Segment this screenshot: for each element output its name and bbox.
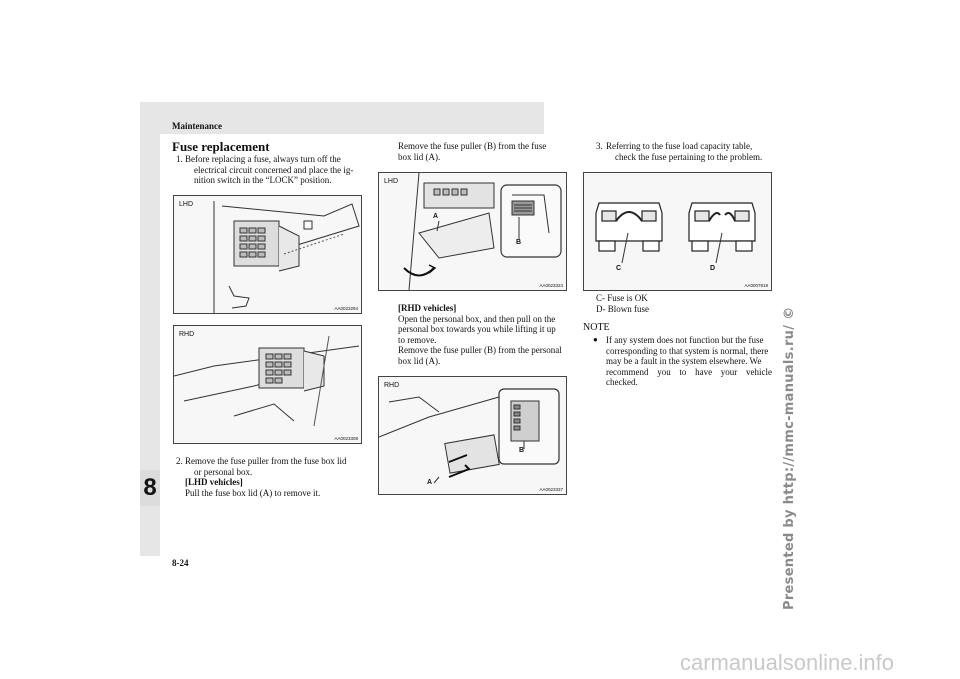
legend-item: D- Blown fuse — [596, 303, 649, 314]
callout-d: D — [710, 265, 716, 272]
lhd-puller-line: box lid (A). — [398, 151, 441, 162]
good-fuse — [595, 202, 663, 252]
blown-fuse — [688, 202, 756, 252]
note-line: may be a fault in the system elsewhere. … — [606, 356, 762, 367]
figure-lhd-fuse-box: LHD AA0023294 — [173, 195, 362, 314]
step-3-line: check the fuse pertaining to the problem… — [615, 151, 763, 162]
callout-a: A — [433, 213, 439, 220]
fuse-illustration — [595, 202, 756, 264]
fuse-puller-illustration — [403, 173, 562, 290]
figure-lhd-fuse-puller: LHD A B AA0023324 — [378, 172, 567, 291]
figure-label: LHD — [179, 201, 194, 208]
step-1-line: nition switch in the “LOCK” position. — [194, 175, 332, 186]
lhd-puller-line: Remove the fuse puller (B) from the fuse — [398, 141, 547, 151]
margin-strip — [140, 134, 160, 556]
note-heading: NOTE — [583, 322, 610, 333]
step-3: 3. Referring to the fuse load capacity t… — [596, 141, 770, 162]
rhd-line: box lid (A). — [398, 355, 441, 366]
note-body: ● If any system does not function but th… — [593, 335, 772, 388]
figure-code: AA0023337 — [539, 487, 563, 492]
rhd-line: to remove. — [398, 334, 437, 345]
header-band — [140, 102, 544, 134]
callout-a: A — [427, 479, 433, 486]
figure-code: AA0023324 — [539, 283, 563, 288]
step-2-subheading: [LHD vehicles] — [185, 477, 243, 488]
bullet-icon: ● — [593, 335, 598, 344]
callout-b: B — [519, 447, 525, 454]
step-number: 3. — [596, 141, 603, 151]
rhd-line: Open the personal box, and then pull on … — [398, 313, 556, 324]
note-line: If any system does not function but the … — [606, 335, 764, 345]
step-2-line: or personal box. — [194, 466, 253, 477]
legend-item: C- Fuse is OK — [596, 293, 648, 303]
figure-label: RHD — [179, 331, 195, 338]
step-number: 2. — [176, 456, 183, 466]
fuse-puller-illustration — [379, 388, 560, 484]
callout-c: C — [616, 265, 622, 272]
rhd-line: personal box towards you while lifting i… — [398, 324, 556, 335]
figure-code: AA0023294 — [334, 306, 358, 311]
figure-code: AA0007818 — [744, 283, 768, 288]
figure-rhd-fuse-box: RHD AA0023308 — [173, 325, 362, 444]
lhd-puller-text: Remove the fuse puller (B) from the fuse… — [398, 141, 566, 162]
section-title: Fuse replacement — [172, 139, 270, 154]
watermark: Presented by http://mmc-manuals.ru/ © — [782, 306, 797, 610]
step-2: 2. Remove the fuse puller from the fuse … — [176, 456, 363, 498]
fuse-box-illustration — [213, 201, 360, 313]
rhd-instructions: [RHD vehicles] Open the personal box, an… — [398, 303, 566, 367]
step-1: 1. Before replacing a fuse, always turn … — [176, 154, 363, 186]
figure-rhd-fuse-puller: RHD A B AA0023337 — [378, 376, 567, 495]
figure-code: AA0023308 — [334, 436, 358, 441]
fuse-legend: C- Fuse is OK D- Blown fuse — [596, 293, 766, 314]
rhd-line: Remove the fuse puller (B) from the pers… — [398, 345, 562, 356]
callout-b: B — [516, 239, 522, 246]
site-logo: carmanualsonline.info — [680, 650, 895, 675]
step-2-line: Remove the fuse puller from the fuse box… — [185, 456, 347, 466]
page-number: 8-24 — [172, 558, 189, 568]
running-header: Maintenance — [172, 121, 222, 131]
rhd-heading: [RHD vehicles] — [398, 303, 457, 313]
fuse-box-illustration — [174, 335, 360, 427]
note-line: recommend you to have your vehicle check… — [606, 366, 772, 388]
figure-label: LHD — [384, 178, 399, 185]
figure-fuse-comparison: C D AA0007818 — [583, 172, 772, 291]
step-1-line: electrical circuit concerned and place t… — [194, 164, 354, 175]
figure-label: RHD — [384, 382, 400, 389]
step-2-line: Pull the fuse box lid (A) to remove it. — [185, 487, 321, 498]
step-3-line: Referring to the fuse load capacity tabl… — [606, 141, 753, 151]
chapter-tab: 8 — [140, 470, 160, 506]
step-number: 1. — [176, 154, 183, 164]
step-1-line: Before replacing a fuse, always turn off… — [185, 154, 341, 164]
note-line: corresponding to that system is normal, … — [606, 345, 769, 356]
